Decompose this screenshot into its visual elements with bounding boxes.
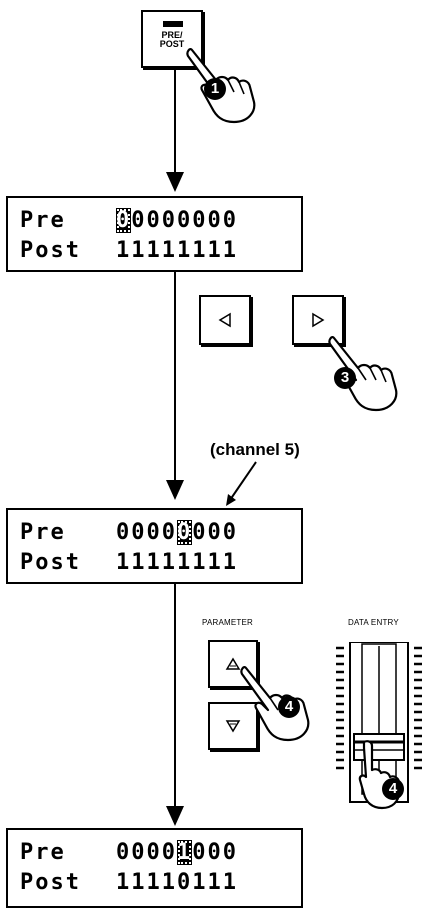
- step-badge-4: 4: [278, 696, 300, 718]
- lcd-digit: 1: [131, 238, 147, 263]
- flow-arrowhead: [166, 806, 184, 826]
- lcd-digit: 0: [192, 520, 208, 545]
- cursor-left-button[interactable]: [199, 295, 251, 345]
- lcd-digit: 1: [146, 238, 162, 263]
- lcd-digit: 0: [131, 520, 147, 545]
- step-badge-1: 1: [204, 78, 226, 100]
- pre-post-button[interactable]: PRE/ POST: [141, 10, 203, 68]
- lcd-digit: 0: [177, 208, 193, 233]
- pre-digits: 00001000: [116, 840, 238, 865]
- lcd-cursor-digit: 0: [116, 208, 132, 233]
- lcd-digit: 1: [161, 238, 177, 263]
- lcd-digit: 1: [146, 550, 162, 575]
- lcd-digit: 1: [207, 550, 223, 575]
- lcd-digit: 0: [161, 840, 177, 865]
- annotation-pointer-icon: [226, 461, 257, 506]
- flow-arrow-line: [174, 68, 176, 176]
- lcd-digit: 0: [222, 840, 238, 865]
- lcd-digit: 1: [116, 238, 132, 263]
- lcd-digit: 1: [131, 550, 147, 575]
- lcd-digit: 0: [146, 208, 162, 233]
- post-digits: 11111111: [116, 550, 238, 575]
- lcd-digit: 0: [207, 520, 223, 545]
- step-badge-3: 3: [334, 367, 356, 389]
- led-indicator: [163, 21, 183, 27]
- flow-arrowhead: [166, 172, 184, 192]
- lcd-digit: 1: [207, 870, 223, 895]
- pre-label: Pre: [20, 208, 66, 233]
- lcd-digit: 0: [146, 520, 162, 545]
- lcd-digit: 0: [131, 840, 147, 865]
- step-badge-4-fader: 4: [382, 778, 404, 800]
- lcd-digit: 1: [161, 870, 177, 895]
- lcd-digit: 0: [116, 840, 132, 865]
- parameter-label: PARAMETER: [202, 618, 253, 627]
- lcd-digit: 0: [222, 208, 238, 233]
- lcd-digit: 1: [192, 870, 208, 895]
- flow-arrowhead: [166, 480, 184, 500]
- pre-digits: 00000000: [116, 208, 238, 233]
- flow-arrow-line: [174, 584, 176, 810]
- channel-annotation: (channel 5): [210, 440, 300, 459]
- pre-digits: 00000000: [116, 520, 238, 545]
- lcd-digit: 0: [207, 208, 223, 233]
- post-digits: 11111111: [116, 238, 238, 263]
- parameter-down-button[interactable]: [208, 702, 258, 750]
- post-digits: 11110111: [116, 870, 238, 895]
- lcd-cursor-digit: 0: [177, 520, 193, 545]
- lcd-digit: 0: [222, 520, 238, 545]
- lcd-digit: 0: [116, 520, 132, 545]
- down-triangle-icon: [225, 720, 241, 733]
- pointing-hand-icon: [358, 740, 401, 810]
- pre-label: Pre: [20, 840, 66, 865]
- lcd-digit: 1: [161, 550, 177, 575]
- lcd-digit: 0: [131, 208, 147, 233]
- lcd-digit: 1: [146, 870, 162, 895]
- post-label: Post: [20, 870, 81, 895]
- lcd-digit: 1: [222, 550, 238, 575]
- lcd-digit: 0: [192, 208, 208, 233]
- lcd-digit: 1: [116, 550, 132, 575]
- lcd-digit: 0: [161, 208, 177, 233]
- up-triangle-icon: [225, 657, 241, 670]
- pointing-hand-icon: [186, 48, 256, 124]
- lcd-digit: 1: [222, 238, 238, 263]
- right-triangle-icon: [312, 312, 325, 328]
- lcd-digit: 1: [192, 238, 208, 263]
- lcd-digit: 1: [177, 550, 193, 575]
- lcd-digit: 0: [161, 520, 177, 545]
- lcd-digit: 1: [177, 238, 193, 263]
- left-triangle-icon: [218, 312, 231, 328]
- lcd-digit: 0: [146, 840, 162, 865]
- lcd-digit: 1: [207, 238, 223, 263]
- data-entry-label: DATA ENTRY: [348, 618, 399, 627]
- flow-arrow-line: [174, 272, 176, 480]
- lcd-digit: 1: [192, 550, 208, 575]
- pre-label: Pre: [20, 520, 66, 545]
- lcd-digit: 1: [116, 870, 132, 895]
- post-label: Post: [20, 550, 81, 575]
- parameter-up-button[interactable]: [208, 640, 258, 688]
- lcd-digit: 0: [207, 840, 223, 865]
- post-label: Post: [20, 238, 81, 263]
- lcd-digit: 0: [192, 840, 208, 865]
- cursor-right-button[interactable]: [292, 295, 344, 345]
- lcd-digit: 0: [177, 870, 193, 895]
- lcd-digit: 1: [222, 870, 238, 895]
- lcd-cursor-digit: 1: [177, 840, 193, 865]
- lcd-digit: 1: [131, 870, 147, 895]
- pre-post-button-label: PRE/ POST: [159, 30, 185, 49]
